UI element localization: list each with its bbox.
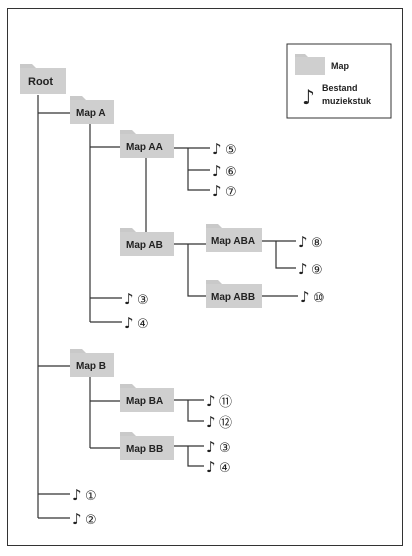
- folder-map-ab[interactable]: Map AB: [120, 228, 174, 256]
- file-8-number: ⑧: [311, 236, 323, 251]
- file-3-b[interactable]: ♪③: [206, 438, 231, 456]
- file-3-a[interactable]: ♪③: [124, 290, 149, 308]
- file-7-number: ⑦: [225, 185, 237, 200]
- folder-map-b[interactable]: Map B: [70, 349, 114, 377]
- folder-root[interactable]: Root: [20, 64, 66, 94]
- legend-file-label-1: Bestand: [322, 83, 358, 93]
- music-note-icon: ♪: [206, 458, 216, 476]
- folder-map-aba[interactable]: Map ABA: [206, 224, 262, 252]
- legend-file-label-2: muziekstuk: [322, 96, 372, 106]
- tree-connectors: [37, 95, 298, 519]
- file-1-number: ①: [85, 489, 97, 504]
- music-note-icon: ♪: [124, 290, 134, 308]
- file-3-b-number: ③: [219, 441, 231, 456]
- file-12[interactable]: ♪⑫: [206, 413, 232, 431]
- file-2[interactable]: ♪②: [72, 510, 97, 528]
- file-1[interactable]: ♪①: [72, 486, 97, 504]
- folder-map-a-label: Map A: [76, 108, 106, 119]
- music-note-icon: ♪: [124, 314, 134, 332]
- file-2-number: ②: [85, 513, 97, 528]
- file-10-number: ⑩: [313, 291, 325, 306]
- file-6[interactable]: ♪⑥: [212, 162, 237, 180]
- folder-map-aba-label: Map ABA: [211, 236, 255, 247]
- music-note-icon: ♪: [72, 510, 82, 528]
- folder-map-abb-label: Map ABB: [211, 292, 255, 303]
- file-3-a-number: ③: [137, 293, 149, 308]
- folder-map-a[interactable]: Map A: [70, 96, 114, 124]
- music-note-icon: ♪: [72, 486, 82, 504]
- folder-map-b-label: Map B: [76, 361, 106, 372]
- folder-map-aa-label: Map AA: [126, 142, 163, 153]
- music-note-icon: ♪: [298, 260, 308, 278]
- music-note-icon: ♪: [206, 413, 216, 431]
- file-6-number: ⑥: [225, 165, 237, 180]
- file-9[interactable]: ♪⑨: [298, 260, 323, 278]
- folder-map-bb-label: Map BB: [126, 444, 163, 455]
- music-note-icon: ♪: [212, 162, 222, 180]
- folder-root-label: Root: [28, 76, 53, 88]
- file-5-number: ⑤: [225, 143, 237, 158]
- file-4-b-number: ④: [219, 461, 231, 476]
- file-7[interactable]: ♪⑦: [212, 182, 237, 200]
- music-note-icon: ♪: [212, 140, 222, 158]
- legend-music-note-icon: ♪: [302, 85, 315, 109]
- folder-map-ba[interactable]: Map BA: [120, 384, 174, 412]
- music-note-icon: ♪: [212, 182, 222, 200]
- folder-map-abb[interactable]: Map ABB: [206, 280, 262, 308]
- file-4-b[interactable]: ♪④: [206, 458, 231, 476]
- folder-map-ab-label: Map AB: [126, 240, 163, 251]
- file-8[interactable]: ♪⑧: [298, 233, 323, 251]
- file-11-number: ⑪: [219, 395, 232, 410]
- file-10[interactable]: ♪⑩: [300, 288, 325, 306]
- legend-folder-icon: [295, 54, 325, 75]
- music-note-icon: ♪: [300, 288, 310, 306]
- file-12-number: ⑫: [219, 416, 232, 431]
- music-note-icon: ♪: [298, 233, 308, 251]
- file-4-a-number: ④: [137, 317, 149, 332]
- folder-map-bb[interactable]: Map BB: [120, 432, 174, 460]
- file-11[interactable]: ♪⑪: [206, 392, 232, 410]
- folder-map-ba-label: Map BA: [126, 396, 163, 407]
- music-note-icon: ♪: [206, 438, 216, 456]
- file-9-number: ⑨: [311, 263, 323, 278]
- folder-map-aa[interactable]: Map AA: [120, 130, 174, 158]
- music-note-icon: ♪: [206, 392, 216, 410]
- legend-folder-label: Map: [331, 61, 350, 71]
- file-4-a[interactable]: ♪④: [124, 314, 149, 332]
- file-5[interactable]: ♪⑤: [212, 140, 237, 158]
